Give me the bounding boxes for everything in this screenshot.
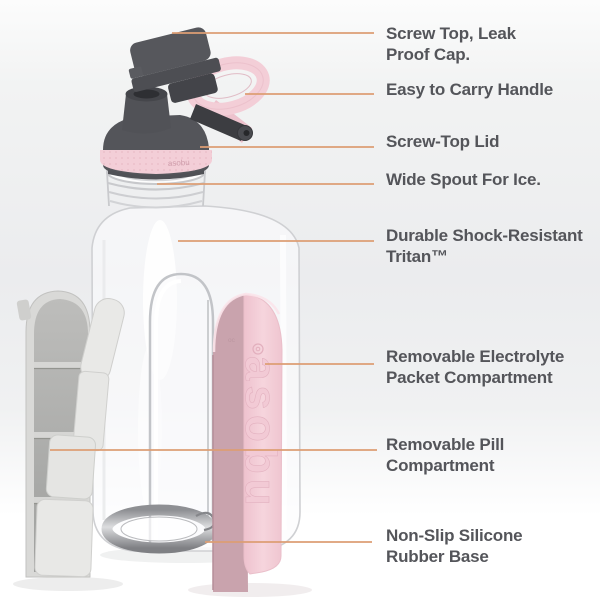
label-screw-top-lid: Screw-Top Lid (386, 132, 499, 153)
sleeve-mark-text: oc (228, 337, 236, 344)
label-line: Non-Slip Silicone (386, 526, 523, 545)
base-ring (101, 504, 217, 554)
lid-brand-text: asobu (168, 158, 190, 168)
label-screw-top-cap: Screw Top, Leak Proof Cap. (386, 24, 516, 65)
recycle-mark-icon (255, 346, 261, 352)
pill-door (34, 498, 94, 578)
label-tritan: Durable Shock-Resistant Tritan™ (386, 226, 583, 267)
door-hinge-tab (16, 299, 32, 321)
label-wide-spout: Wide Spout For Ice. (386, 170, 541, 191)
label-rubber-base: Non-Slip Silicone Rubber Base (386, 526, 523, 567)
recycle-mark-icon (252, 343, 264, 355)
label-line: Easy to Carry Handle (386, 80, 554, 99)
sleeve-brand-text: asobu (236, 356, 285, 511)
label-line: Wide Spout For Ice. (386, 170, 541, 189)
label-carry-handle: Easy to Carry Handle (386, 80, 553, 101)
electrolyte-compartment-clear (148, 272, 215, 543)
label-line: Rubber Base (386, 546, 489, 566)
callout-lines (50, 32, 377, 543)
label-line: Packet Compartment (386, 367, 553, 387)
label-line: Tritan™ (386, 246, 448, 266)
label-line: Screw-Top Lid (386, 132, 500, 151)
label-line: Compartment (386, 455, 495, 475)
cap-hinge (190, 104, 253, 141)
pill-door (45, 434, 96, 500)
cap-assembly: asobu (100, 27, 270, 180)
silicone-sleeve: asobu oc (212, 292, 285, 592)
label-line: Proof Cap. (386, 44, 470, 64)
label-electrolyte-compartment: Removable Electrolyte Packet Compartment (386, 347, 564, 388)
pill-compartment (16, 290, 125, 578)
pill-shelf (34, 362, 88, 368)
label-line: Durable Shock-Resistant (386, 226, 583, 245)
label-pill-compartment: Removable Pill Compartment (386, 435, 504, 476)
label-line: Removable Pill (386, 435, 505, 454)
label-line: Removable Electrolyte (386, 347, 565, 366)
wide-spout (122, 86, 171, 134)
label-line: Screw Top, Leak (386, 24, 516, 43)
flip-cap (128, 27, 221, 103)
lid-pink-band: asobu (100, 150, 212, 174)
